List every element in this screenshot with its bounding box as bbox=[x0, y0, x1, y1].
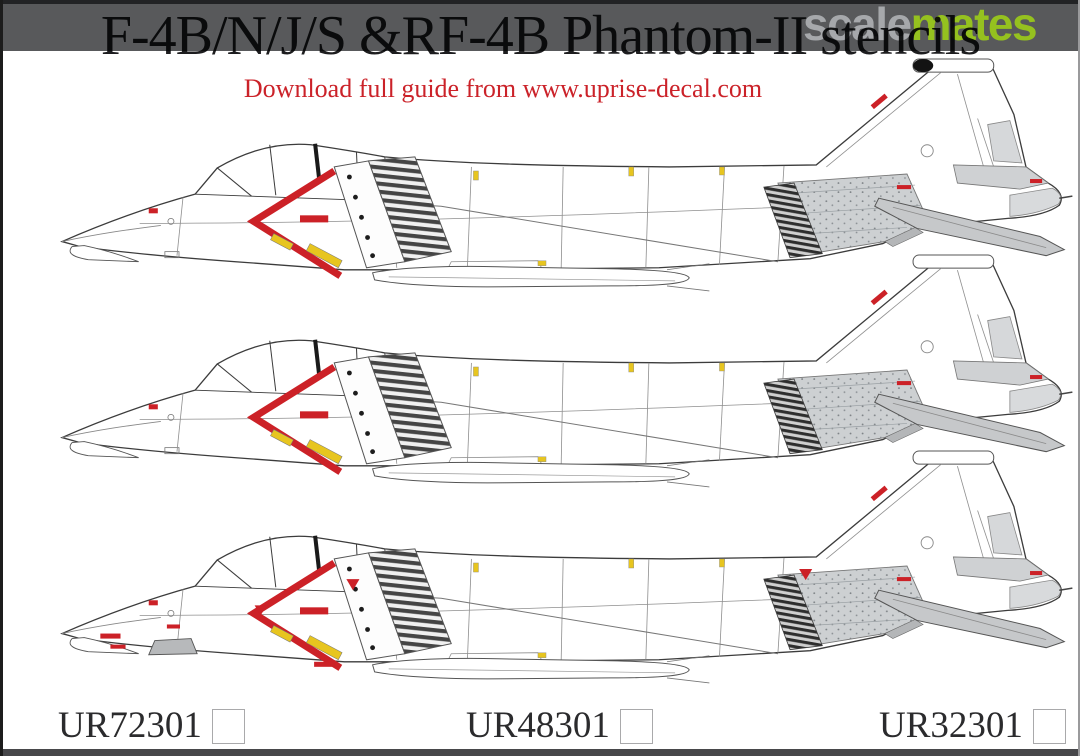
product-code-ur48301: UR48301 bbox=[466, 704, 653, 747]
aircraft-profile-bottom bbox=[13, 446, 1073, 688]
scalemates-logo: scalemates bbox=[803, 0, 1038, 50]
phantom-drawing-instance-3 bbox=[62, 451, 1072, 683]
product-code-label: UR72301 bbox=[58, 705, 202, 746]
scalemates-logo-mates: mates bbox=[910, 0, 1038, 50]
product-code-ur72301: UR72301 bbox=[58, 704, 245, 747]
variant-bottom-rf4-extras bbox=[100, 569, 813, 667]
page-title: F-4B/N/J/S &RF-4B Phantom-II stencils bbox=[100, 5, 981, 67]
footer-product-codes: UR72301 UR48301 UR32301 bbox=[3, 698, 1078, 750]
header-gray-band bbox=[3, 4, 1078, 51]
product-code-checkbox bbox=[211, 709, 245, 744]
scalemates-logo-scale: scale bbox=[803, 0, 912, 50]
top-border-strip bbox=[3, 0, 1078, 4]
product-code-label: UR48301 bbox=[466, 705, 610, 746]
bottom-border-bar bbox=[3, 749, 1078, 756]
aircraft-profile-top bbox=[13, 54, 1073, 296]
download-guide-note: Download full guide from www.uprise-deca… bbox=[243, 74, 763, 103]
product-code-checkbox bbox=[619, 709, 653, 744]
extra-red-stencils bbox=[100, 569, 813, 667]
product-code-ur32301: UR32301 bbox=[879, 704, 1066, 747]
camera-fairing-gray bbox=[148, 638, 198, 656]
variant-top-black-fin-cap bbox=[913, 59, 934, 73]
product-code-label: UR32301 bbox=[879, 705, 1023, 746]
product-code-checkbox bbox=[1032, 709, 1066, 744]
